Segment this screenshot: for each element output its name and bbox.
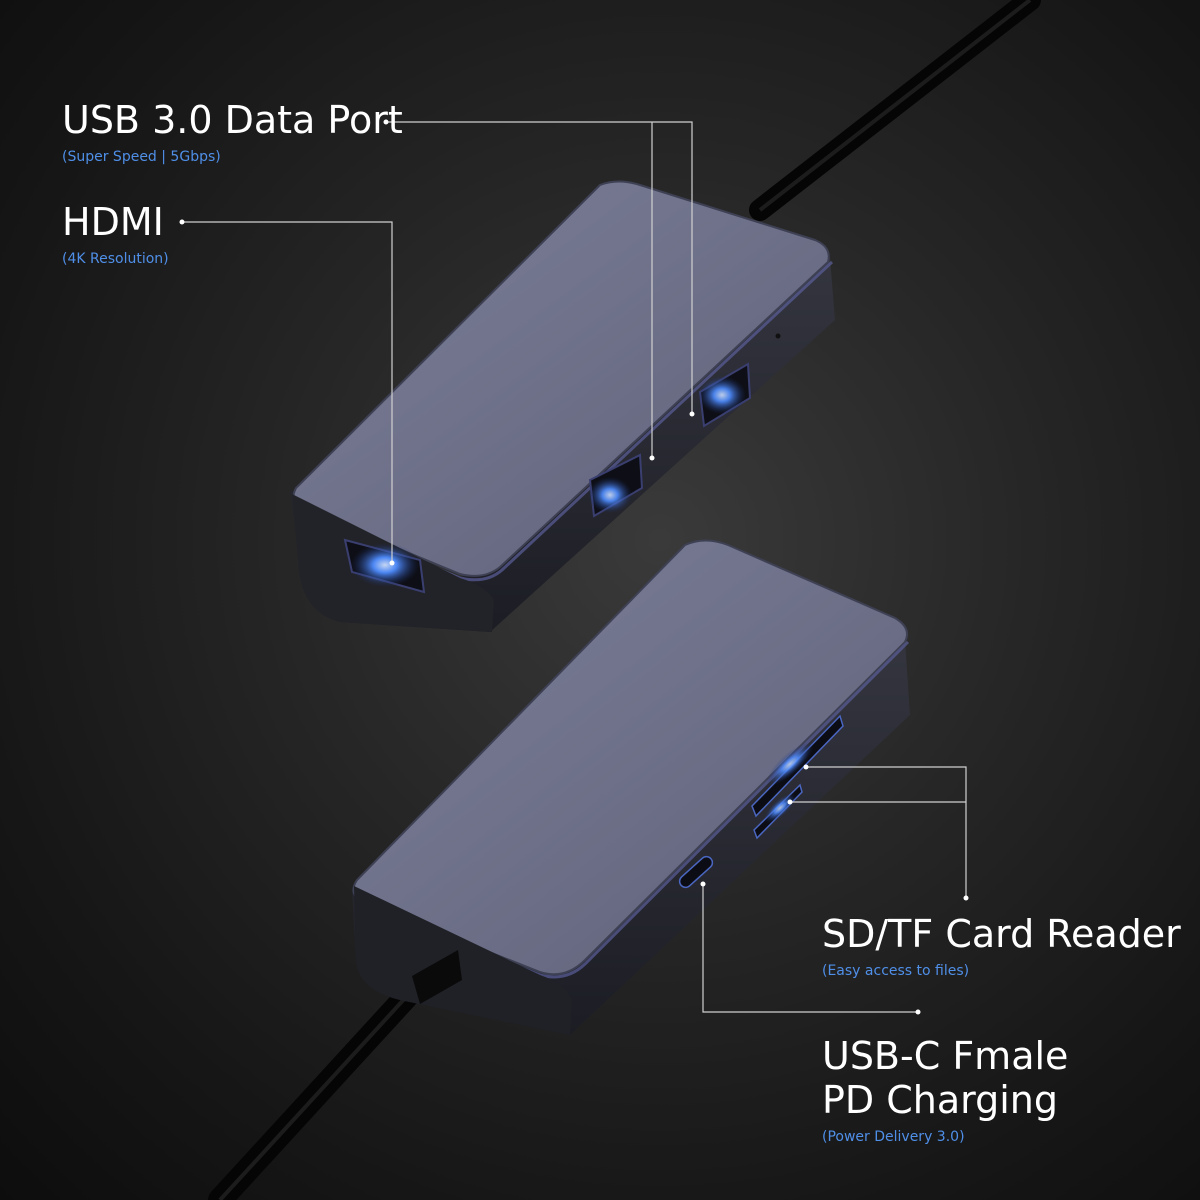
leader-lines bbox=[182, 121, 967, 1013]
usbc-callout: USB-C Fmale PD Charging (Power Delivery … bbox=[822, 1034, 1068, 1146]
sdtf-callout: SD/TF Card Reader (Easy access to files) bbox=[822, 912, 1181, 980]
sdtf-leader bbox=[806, 766, 967, 898]
usbc-title-line1: USB-C Fmale bbox=[822, 1034, 1069, 1078]
hdmi-callout: HDMI (4K Resolution) bbox=[62, 200, 169, 268]
usb-a-port-2 bbox=[698, 362, 752, 428]
usb3-subtitle: (Super Speed | 5Gbps) bbox=[62, 149, 221, 165]
hdmi-port bbox=[343, 538, 426, 594]
sd-card-slot bbox=[751, 714, 844, 818]
sdtf-subtitle: (Easy access to files) bbox=[822, 963, 970, 979]
usb3-callout: USB 3.0 Data Port (Super Speed | 5Gbps) bbox=[62, 98, 403, 166]
hdmi-subtitle: (4K Resolution) bbox=[62, 251, 169, 267]
usb3-title: USB 3.0 Data Port bbox=[62, 98, 403, 142]
usb3-leader bbox=[386, 121, 693, 414]
usbc-subtitle: (Power Delivery 3.0) bbox=[822, 1129, 965, 1145]
usbc-title-line2: PD Charging bbox=[822, 1078, 1058, 1122]
usb-a-port-1 bbox=[588, 453, 644, 518]
usbc-leader bbox=[702, 884, 918, 1013]
leader-dots bbox=[179, 119, 969, 1015]
hdmi-title: HDMI bbox=[62, 200, 164, 244]
lower-hub-front bbox=[354, 886, 572, 1035]
sdtf-title: SD/TF Card Reader bbox=[822, 912, 1181, 956]
usb-c-port bbox=[678, 855, 714, 889]
hdmi-leader bbox=[182, 221, 393, 563]
